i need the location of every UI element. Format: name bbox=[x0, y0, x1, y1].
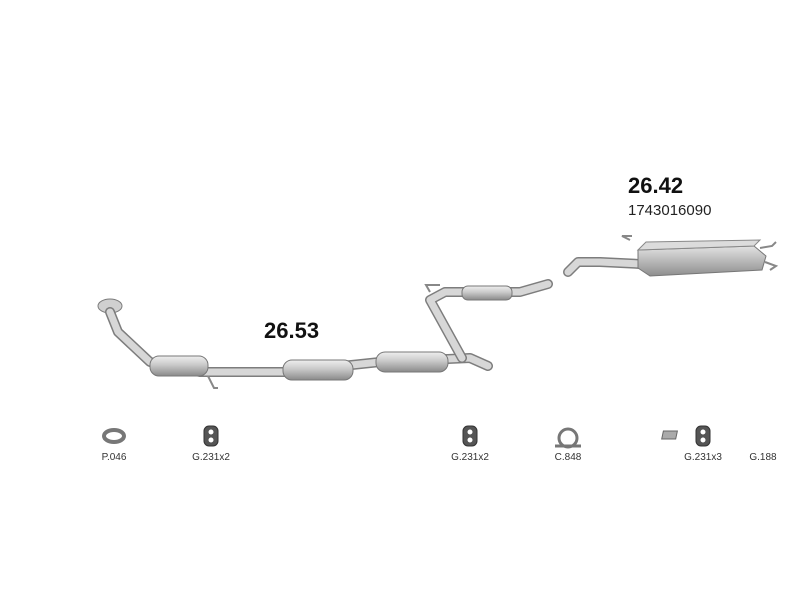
clamp-icon bbox=[555, 427, 581, 449]
rubber-hanger-icon bbox=[462, 425, 478, 447]
middle-resonator-1 bbox=[282, 359, 354, 381]
gasket-ring-icon bbox=[102, 428, 126, 444]
front-resonator bbox=[149, 355, 209, 377]
bracket-icon bbox=[661, 430, 678, 440]
rubber-hanger-icon bbox=[695, 425, 711, 447]
accessory-label-gasket: P.046 bbox=[101, 452, 127, 463]
middle-resonator-2 bbox=[375, 351, 449, 373]
rear-muffler-body bbox=[637, 245, 767, 277]
part-number-middle: 26.53 bbox=[264, 318, 320, 343]
accessory-label-clamp: C.848 bbox=[554, 452, 582, 463]
middle-pipe-section-26-53[interactable] bbox=[97, 279, 553, 389]
part-number-rear: 26.42 bbox=[628, 173, 684, 198]
accessory-label-hanger-3: G.231x3 bbox=[684, 452, 722, 463]
upper-resonator bbox=[461, 285, 513, 301]
accessory-label-hanger-2: G.231x2 bbox=[451, 452, 489, 463]
accessory-label-hanger-1: G.231x2 bbox=[192, 452, 230, 463]
rubber-hanger-icon bbox=[203, 425, 219, 447]
oem-number-rear: 1743016090 bbox=[628, 202, 712, 219]
accessory-label-bracket: G.188 bbox=[749, 452, 777, 463]
rear-silencer-26-42[interactable] bbox=[563, 235, 779, 277]
